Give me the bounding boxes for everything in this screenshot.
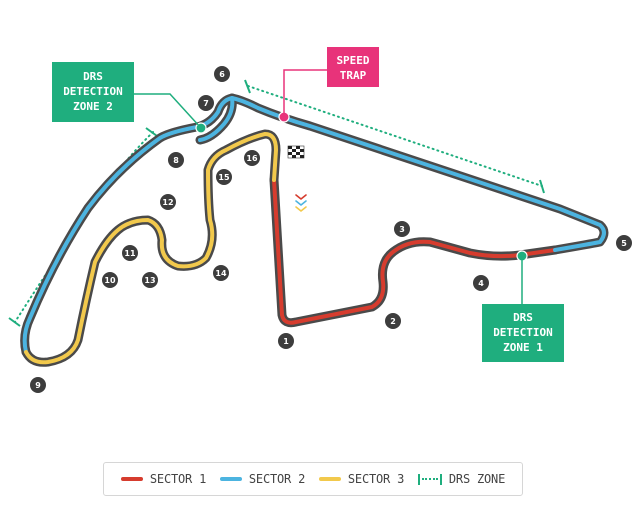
sector-2-link [198, 96, 235, 142]
drs-zone-cap [539, 179, 545, 194]
callout-text: ZONE 2 [73, 100, 113, 113]
legend-label: SECTOR 2 [248, 472, 306, 486]
drs-zone-cap [8, 317, 21, 327]
turn-marker: 4 [473, 275, 489, 291]
callout-text: DRS [513, 311, 533, 324]
sector-1-swatch [120, 477, 143, 481]
turn-number: 12 [162, 198, 173, 207]
legend-item-drs-zone: DRS ZONE [417, 472, 506, 486]
drs-detection-zone-1-callout: DRS DETECTION ZONE 1 [482, 304, 564, 362]
turn-number: 2 [390, 317, 396, 326]
turn-marker: 12 [160, 194, 176, 210]
turn-marker: 15 [216, 169, 232, 185]
drs-detection-zone-2-callout: DRS DETECTION ZONE 2 [52, 62, 134, 122]
sector-3-path [24, 132, 278, 365]
speed-trap-connector [283, 69, 327, 117]
turn-number: 7 [203, 99, 209, 108]
turn-marker: 6 [214, 66, 230, 82]
turn-marker: 13 [142, 272, 158, 288]
legend-item-sector-1: SECTOR 1 [120, 472, 207, 486]
drs-zone-cap [244, 79, 251, 94]
drs-zone-cap [145, 127, 158, 137]
legend-label: SECTOR 3 [347, 472, 405, 486]
turn-number: 15 [218, 173, 230, 182]
turn-number: 9 [35, 381, 41, 390]
turn-marker: 5 [616, 235, 632, 251]
turn-marker: 10 [102, 272, 118, 288]
turn-number: 1 [283, 337, 289, 346]
turn-number: 13 [144, 276, 155, 285]
turn-number: 3 [399, 225, 405, 234]
turn-marker: 16 [244, 150, 260, 166]
sector-3-swatch [318, 477, 341, 481]
turn-markers: 1 2 3 4 5 6 7 8 9 10 11 12 13 14 15 16 [30, 66, 632, 393]
sector-2-swatch [219, 477, 242, 481]
legend-item-sector-3: SECTOR 3 [318, 472, 405, 486]
turn-marker: 11 [122, 245, 138, 261]
turn-number: 4 [478, 279, 484, 288]
turn-marker: 1 [278, 333, 294, 349]
legend: SECTOR 1 SECTOR 2 SECTOR 3 DRS ZONE [103, 462, 523, 496]
speed-trap-callout: SPEED TRAP [327, 47, 379, 87]
track-sectors [22, 96, 606, 365]
sector-1-path [272, 178, 557, 325]
turn-number: 14 [215, 269, 227, 278]
callout-text: DETECTION [493, 326, 553, 339]
callout-text: SPEED [336, 54, 369, 67]
callout-text: ZONE 1 [503, 341, 543, 354]
turn-number: 6 [219, 70, 225, 79]
drs-zone-swatch-icon [417, 473, 442, 485]
turn-number: 10 [104, 276, 116, 285]
turn-marker: 3 [394, 221, 410, 237]
turn-marker: 2 [385, 313, 401, 329]
legend-label: DRS ZONE [448, 472, 506, 486]
drs-zone-line-main-straight [247, 85, 543, 187]
legend-item-sector-2: SECTOR 2 [219, 472, 306, 486]
turn-marker: 7 [198, 95, 214, 111]
callout-text: DETECTION [63, 85, 123, 98]
sector-2-path [22, 96, 606, 354]
chevron-down-icon [295, 194, 307, 212]
callout-text: DRS [83, 70, 103, 83]
turn-number: 11 [124, 249, 136, 258]
callout-text: TRAP [340, 69, 367, 82]
legend-label: SECTOR 1 [149, 472, 207, 486]
checkered-flag-icon [287, 145, 305, 159]
turn-number: 5 [621, 239, 627, 248]
turn-marker: 14 [213, 265, 229, 281]
turn-marker: 8 [168, 152, 184, 168]
turn-number: 16 [246, 154, 258, 163]
turn-marker: 9 [30, 377, 46, 393]
drs-zone-2-connector [133, 93, 202, 129]
turn-number: 8 [173, 156, 179, 165]
